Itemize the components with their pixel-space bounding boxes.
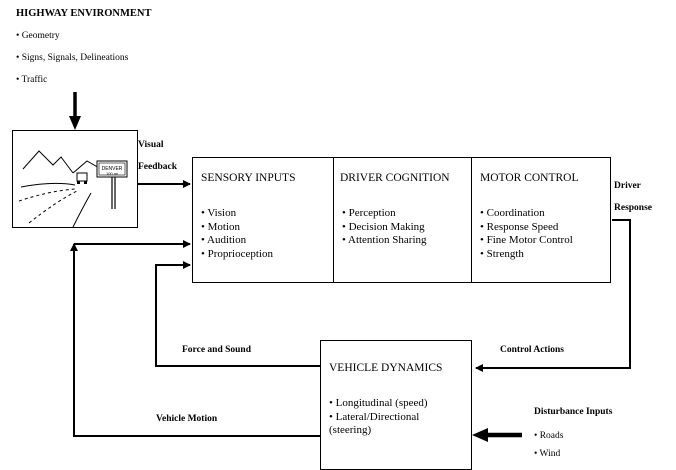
visual-label: Visual [138,140,164,150]
vehicle-shape [76,172,88,182]
list-item: • Perception [342,207,396,219]
sensory-inputs-title: SENSORY INPUTS [201,172,296,184]
road-near-edge [72,192,92,227]
sign-text-line2: 100 mi [106,171,118,176]
disturbance-inputs-list: • Roads • Wind [534,427,563,463]
highway-item-signs: • Signs, Signals, Delineations [16,53,129,63]
road-lane-line [28,190,78,224]
list-item: (steering) [329,424,372,436]
motor-control-list: • Coordination • Response Speed • Fine M… [480,207,573,261]
list-item: • Strength [480,247,524,260]
motor-control-box: MOTOR CONTROL • Coordination • Response … [471,157,611,283]
environment-input-arrowhead [69,116,81,130]
highway-environment-title: HIGHWAY ENVIRONMENT [16,8,152,19]
control-actions-label: Control Actions [500,345,564,355]
force-sound-label: Force and Sound [182,345,251,355]
road-center-line [18,188,76,202]
list-item: • Fine Motor Control [480,234,573,246]
driver-response-arrow [475,219,631,372]
highway-item-traffic: • Traffic [16,75,48,85]
list-item: • Motion [201,220,240,233]
driver-label: Driver [614,181,641,191]
road-scene-icon: DENVER 100 mi [18,150,128,227]
list-item: • Wind [534,449,561,459]
driver-cognition-box: DRIVER COGNITION • Perception • Decision… [333,157,472,283]
road-far-edge [20,182,76,188]
mountain-shape-2 [72,160,102,174]
motor-control-title: MOTOR CONTROL [480,172,579,184]
list-item: • Audition [201,234,247,246]
list-item: • Longitudinal (speed) [329,397,428,409]
vehicle-motion-arrow [70,243,320,437]
list-item: • Roads [534,431,564,441]
list-item: • Lateral/Directional [329,410,420,423]
sensory-inputs-list: • Vision • Motion • Audition • Proprioce… [201,207,273,261]
list-item: • Response Speed [480,220,559,233]
driver-cognition-title: DRIVER COGNITION [340,172,450,184]
list-item: • Decision Making [342,220,425,233]
vehicle-dynamics-box: VEHICLE DYNAMICS • Longitudinal (speed) … [320,340,472,470]
list-item: • Proprioception [201,247,273,260]
driver-view-scene: DENVER 100 mi [12,130,138,228]
list-item: • Coordination [480,207,545,219]
feedback-label: Feedback [138,162,178,172]
response-label: Response [614,203,653,213]
list-item: • Attention Sharing [342,234,427,246]
vehicle-motion-label: Vehicle Motion [156,414,218,424]
disturbance-arrowhead [472,428,488,442]
force-sound-arrow [155,261,320,367]
driver-cognition-list: • Perception • Decision Making • Attenti… [342,207,427,248]
sensory-inputs-box: SENSORY INPUTS • Vision • Motion • Audit… [192,157,334,283]
list-item: • Vision [201,207,237,219]
vehicle-dynamics-list: • Longitudinal (speed) • Lateral/Directi… [329,397,428,438]
disturbance-inputs-title: Disturbance Inputs [534,407,613,417]
vehicle-dynamics-title: VEHICLE DYNAMICS [329,362,443,374]
mountain-shape [22,150,74,174]
highway-item-geometry: • Geometry [16,31,60,41]
sign-text-line1: DENVER [102,166,123,172]
